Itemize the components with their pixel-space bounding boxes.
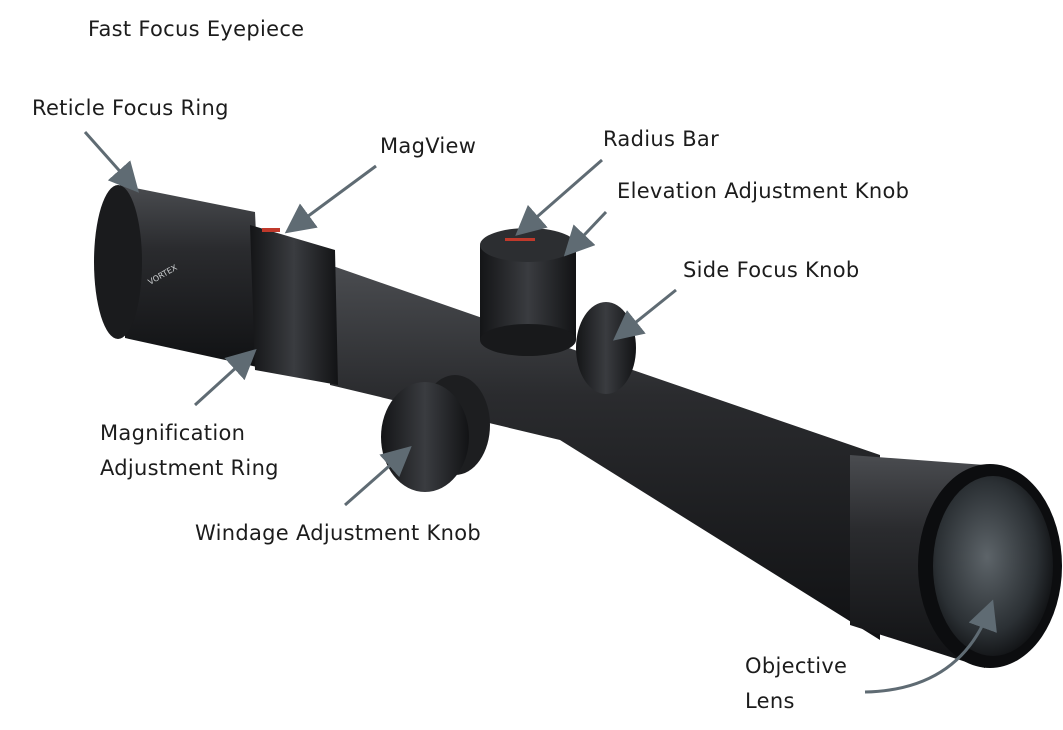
label-magnification-line2: Adjustment Ring (100, 456, 279, 480)
main-tube (330, 265, 880, 640)
arrow-magnification-ring (193, 348, 257, 407)
label-magnification-line1: Magnification (100, 421, 246, 445)
label-windage-adjustment-knob: Windage Adjustment Knob (195, 521, 481, 545)
objective-lens (933, 476, 1053, 656)
arrow-windage-knob (344, 446, 412, 507)
label-side-focus-knob: Side Focus Knob (683, 258, 860, 282)
label-objective-line1: Objective (745, 654, 848, 678)
label-radius-bar: Radius Bar (603, 127, 719, 151)
label-reticle-focus-ring: Reticle Focus Ring (32, 96, 229, 120)
label-objective-line2: Lens (745, 689, 795, 713)
arrow-radius-bar (515, 158, 603, 236)
objective-bell (850, 455, 1062, 668)
arrow-side-focus-knob (612, 288, 677, 341)
arrow-objective-lens (864, 599, 997, 694)
eyepiece: VORTEX (94, 185, 262, 368)
arrow-magview (284, 164, 377, 234)
radius-bar (505, 238, 535, 241)
side-focus-knob (576, 302, 636, 394)
arrow-reticle-focus-ring (83, 131, 139, 193)
label-magview: MagView (380, 134, 477, 158)
arrow-elevation-knob (563, 210, 608, 257)
magview-indicator (262, 228, 280, 232)
elevation-turret (480, 228, 576, 356)
label-fast-focus-eyepiece: Fast Focus Eyepiece (88, 17, 305, 41)
magnification-ring (250, 225, 338, 385)
label-elevation-adjustment-knob: Elevation Adjustment Knob (617, 179, 910, 203)
